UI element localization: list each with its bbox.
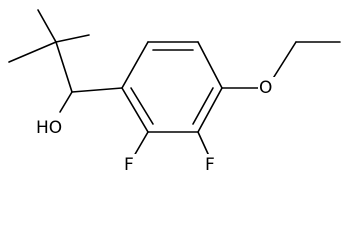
- fluorine-3-label-background: [203, 154, 219, 176]
- ring-bond-c1-c2: [121, 41, 149, 89]
- bond-carbinol-to-hydroxyl: [59, 91, 73, 113]
- ether-oxygen-label: O: [259, 78, 272, 98]
- bond-methyl-top-to-quaternary-carbon: [37, 9, 57, 43]
- hydroxyl-label-background: [34, 117, 64, 139]
- structure-diagram: HO O F F: [8, 9, 341, 176]
- ring-bond-c4-c5: [197, 87, 223, 133]
- bonds: [8, 9, 341, 157]
- hydroxyl-label: HO: [36, 118, 62, 138]
- atom-labels: HO O F F: [34, 77, 276, 176]
- bond-methyl-right-to-quaternary-carbon: [55, 34, 90, 43]
- fluorine-2-label: F: [124, 155, 134, 175]
- bond-methyl-left-to-quaternary-carbon: [8, 41, 57, 63]
- fluorine-3-label: F: [205, 155, 215, 175]
- fluorine-2-label-background: [122, 154, 138, 176]
- ring-double-bond-inner-left: [130, 87, 154, 125]
- ring-bond-c3-c4: [197, 41, 223, 89]
- bond-ring-to-fluorine-3: [197, 131, 210, 157]
- bond-ring-to-fluorine-2: [133, 131, 149, 157]
- bond-quaternary-carbon-to-carbinol: [55, 41, 73, 93]
- ether-oxygen-label-background: [258, 77, 276, 99]
- bond-ether-oxygen-to-ethyl-ch2: [271, 41, 297, 81]
- ring-double-bond-inner-right: [192, 87, 214, 125]
- bond-carbinol-to-ring: [71, 87, 123, 93]
- ring-bond-c6-c1: [121, 87, 149, 133]
